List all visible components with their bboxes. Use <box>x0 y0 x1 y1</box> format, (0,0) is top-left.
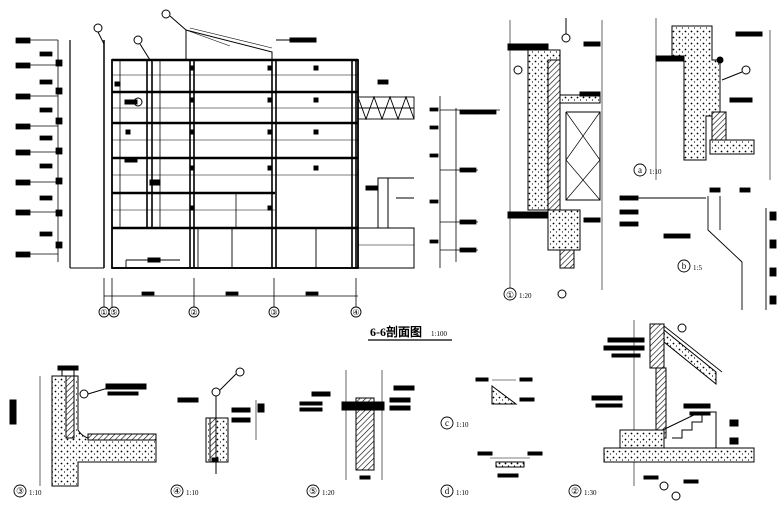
detail-a-id: a <box>638 165 642 175</box>
detail-5-scale: 1:20 <box>322 489 335 497</box>
detail-5-id: ⑤ <box>309 486 317 496</box>
detail-2-id: ② <box>571 486 579 496</box>
detail-d-id: d <box>445 486 450 496</box>
detail-3-scale: 1:10 <box>29 489 42 497</box>
detail-3-drawing <box>9 365 157 487</box>
main-section-scale: 1:100 <box>431 330 447 338</box>
axis-label-1: ① <box>100 308 107 317</box>
axis-label-3: ③ <box>270 308 277 317</box>
detail-a-drawing <box>655 18 771 180</box>
axis-label-2: ② <box>190 308 197 317</box>
detail-a-scale: 1:10 <box>649 168 662 176</box>
main-section-drawing <box>15 9 500 312</box>
right-level-marks <box>429 96 500 268</box>
main-section-title: 6-6剖面图 <box>370 324 422 339</box>
detail-5-drawing <box>299 370 415 480</box>
detail-b-drawing <box>619 187 777 310</box>
detail-b-id: b <box>682 261 687 271</box>
detail-c-scale: 1:10 <box>456 421 469 429</box>
detail-3-id: ③ <box>16 486 24 496</box>
detail-2-scale: 1:30 <box>584 489 597 497</box>
detail-4-id: ④ <box>173 486 181 496</box>
axis-bubbles <box>98 306 362 318</box>
detail-d-drawing <box>477 451 543 478</box>
detail-4-scale: 1:10 <box>186 489 199 497</box>
left-level-marks <box>15 37 63 262</box>
detail-2-drawing <box>591 320 755 501</box>
detail-c-drawing <box>475 377 535 405</box>
detail-4-drawing <box>177 367 265 474</box>
detail-1-drawing <box>507 18 603 299</box>
axis-label-5: ⑤ <box>110 308 117 317</box>
floor-slabs <box>112 58 358 230</box>
detail-d-scale: 1:10 <box>456 489 469 497</box>
detail-1-scale: 1:20 <box>519 292 532 300</box>
bridge-truss <box>357 79 415 121</box>
detail-1-id: ① <box>506 290 514 300</box>
dimension-line <box>103 278 358 312</box>
detail-b-scale: 1:5 <box>693 264 702 272</box>
detail-c-id: c <box>445 418 449 428</box>
axis-label-4: ④ <box>352 308 359 317</box>
roof-monitor <box>133 9 317 107</box>
